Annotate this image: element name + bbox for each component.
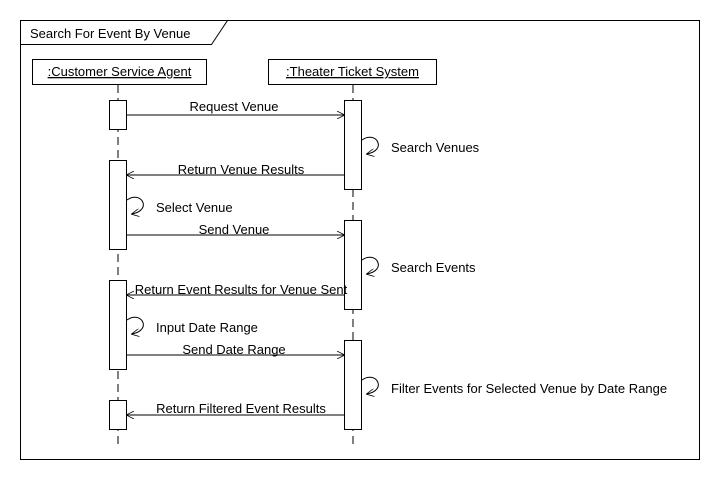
message-label-send-date-range: Send Date Range (182, 342, 285, 357)
message-label-search-venues: Search Venues (391, 140, 480, 155)
message-label-input-date-range: Input Date Range (156, 320, 258, 335)
message-label-return-event-results: Return Event Results for Venue Sent (135, 282, 348, 297)
lifeline-name-system: :Theater Ticket System (286, 64, 419, 79)
self-arrow-search-venues (361, 136, 379, 154)
lifeline-head-system (268, 59, 437, 85)
self-arrow-filter-events (361, 376, 379, 394)
activation-agent-4 (109, 400, 127, 430)
activation-system-3 (344, 340, 362, 430)
activation-system-1 (344, 100, 362, 190)
frame-title-tab (20, 20, 228, 45)
diagram-frame (20, 20, 700, 460)
message-label-search-events: Search Events (391, 260, 476, 275)
message-label-send-venue: Send Venue (199, 222, 270, 237)
message-label-filter-events: Filter Events for Selected Venue by Date… (391, 381, 667, 396)
lifeline-name-agent: :Customer Service Agent (48, 64, 192, 79)
self-arrow-input-date-range (126, 316, 144, 334)
activation-agent-1 (109, 100, 127, 130)
self-arrow-select-venue (126, 196, 144, 214)
activation-agent-3 (109, 280, 127, 370)
message-label-select-venue: Select Venue (156, 200, 233, 215)
frame-title: Search For Event By Venue (30, 26, 190, 41)
message-label-request-venue: Request Venue (190, 99, 279, 114)
message-label-return-filtered-results: Return Filtered Event Results (156, 401, 326, 416)
lifeline-head-agent (32, 59, 207, 85)
activation-agent-2 (109, 160, 127, 250)
self-arrow-search-events (361, 256, 379, 274)
message-label-return-venue-results: Return Venue Results (178, 162, 305, 177)
activation-system-2 (344, 220, 362, 310)
